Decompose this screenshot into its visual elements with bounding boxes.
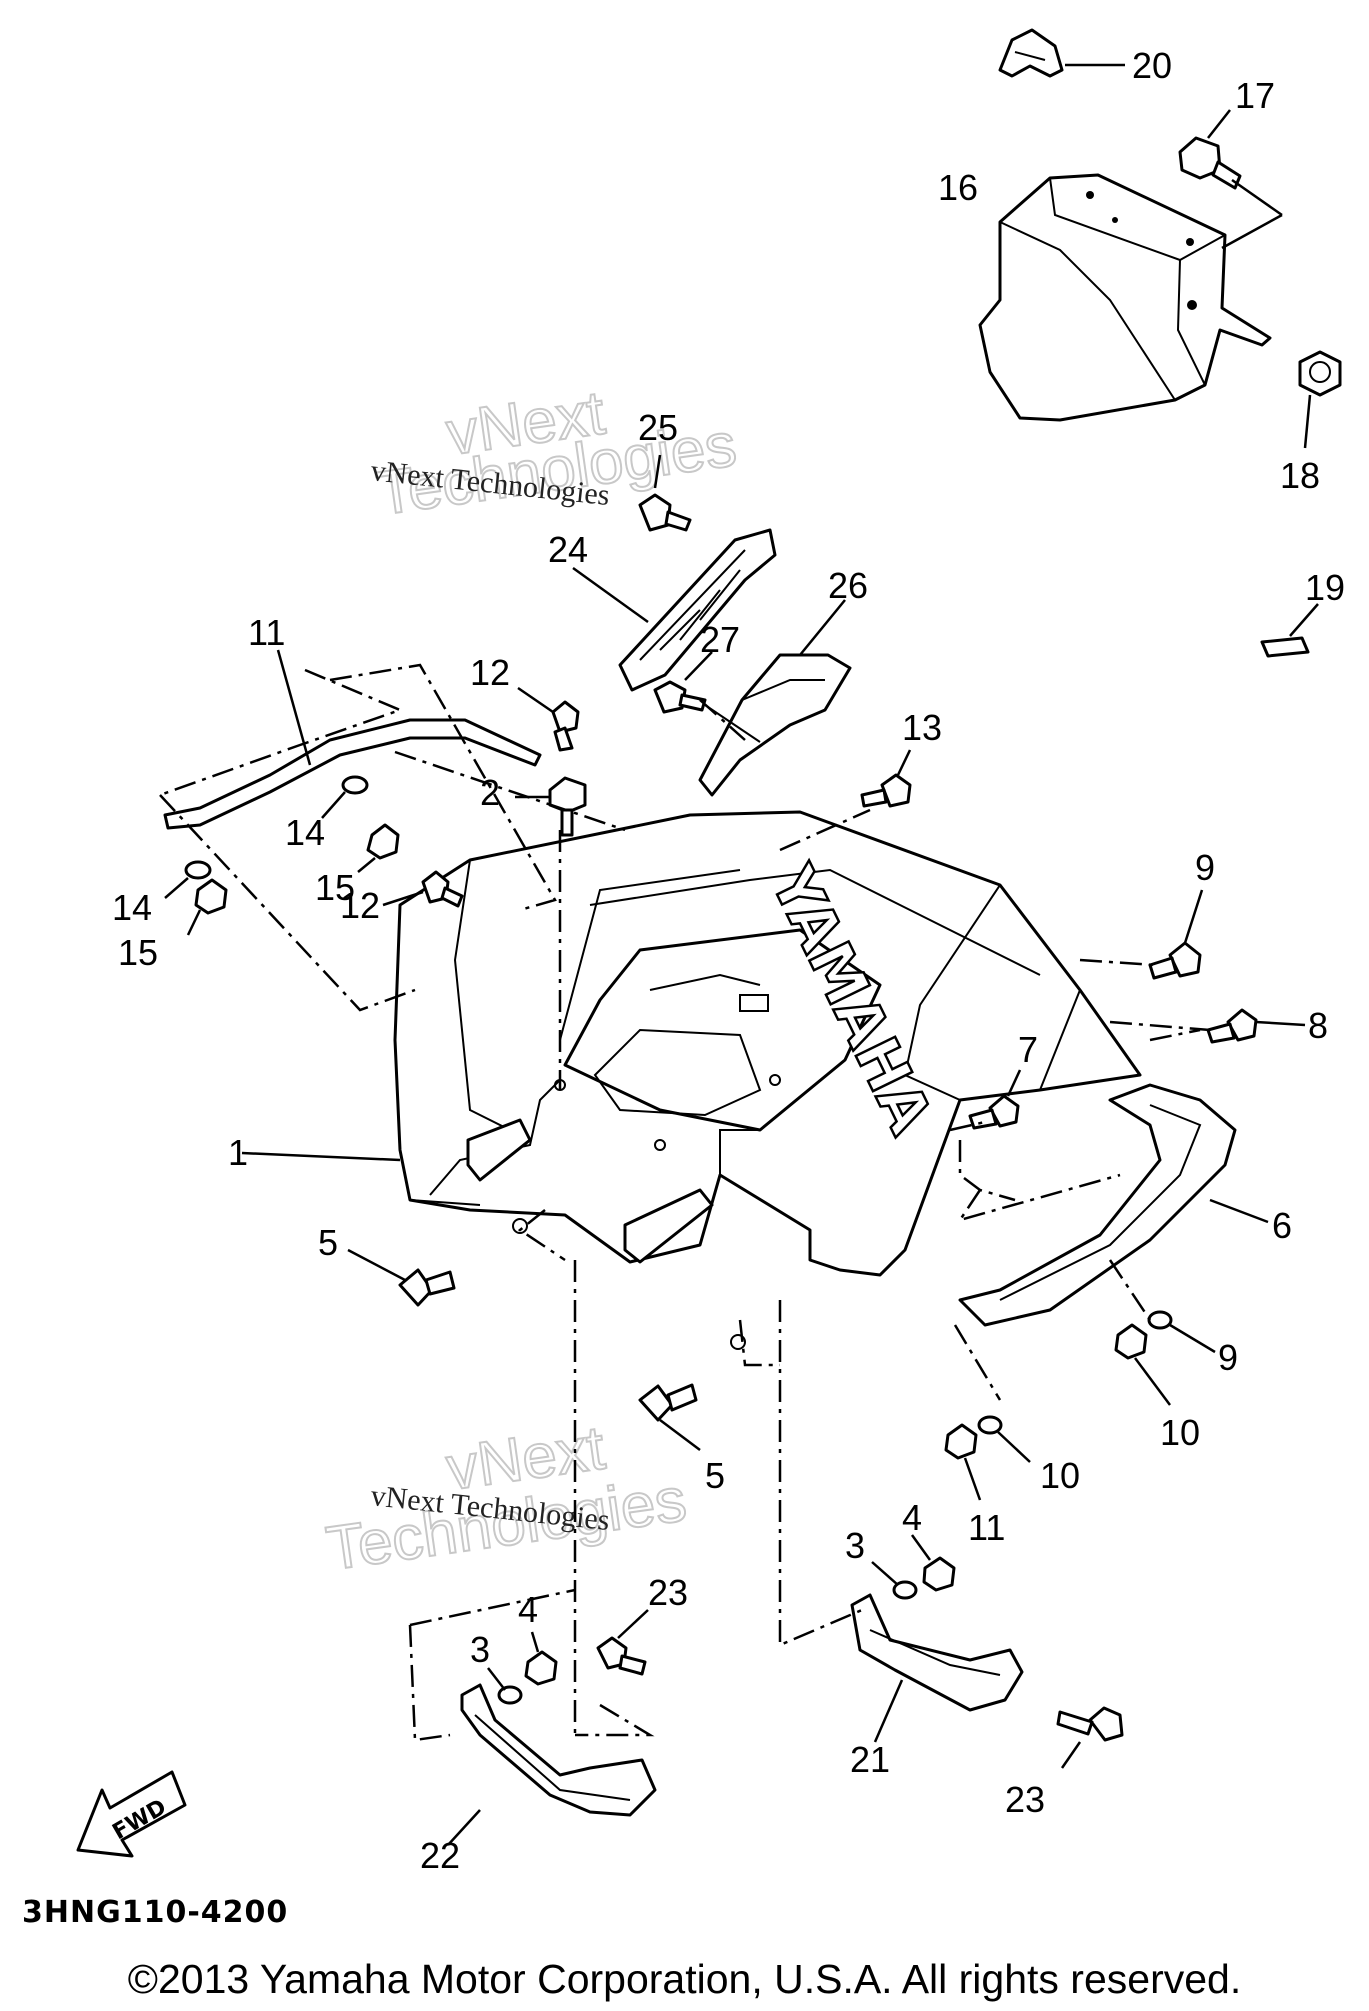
- part-4-nut: [524, 1534, 956, 1686]
- callout-23-right: 23: [1005, 1779, 1045, 1820]
- part-22-grab-bar: [447, 1683, 657, 1846]
- part-12-bolt: [382, 686, 580, 908]
- callout-19: 19: [1305, 567, 1345, 608]
- part-16-tool-box: [978, 173, 1283, 422]
- part-3-washer: [487, 1561, 918, 1705]
- part-7-bolt: [968, 1008, 1306, 1130]
- callout-11: 11: [248, 612, 285, 653]
- callout-3-right: 3: [845, 1525, 865, 1566]
- callout-10-right: 10: [1160, 1412, 1200, 1453]
- callout-3-left: 3: [470, 1629, 490, 1670]
- callout-5-lower: 5: [705, 1455, 725, 1496]
- callout-18: 18: [1280, 455, 1320, 496]
- part-25-bolt: [638, 454, 692, 532]
- callout-2: 2: [480, 772, 500, 813]
- part-11-guard-bar: [163, 649, 542, 830]
- callout-15-lower: 15: [118, 932, 158, 973]
- callout-23-left: 23: [648, 1572, 688, 1613]
- callout-13: 13: [902, 707, 942, 748]
- callout-12-top: 12: [470, 652, 510, 693]
- callout-8: 9: [1195, 847, 1215, 888]
- diagram-code: 3HNG110-4200: [22, 1895, 289, 1930]
- part-14-washer: [164, 775, 369, 899]
- part-8-bolt: [1148, 889, 1204, 980]
- callout-7-mid: 7: [1018, 1029, 1038, 1070]
- part-26-bracket: [698, 599, 852, 797]
- fwd-arrow: FWD: [76, 1770, 187, 1858]
- callout-9-lower: 10: [1040, 1455, 1080, 1496]
- callout-20: 20: [1132, 45, 1172, 86]
- callout-1: 1: [228, 1132, 248, 1173]
- callout-26: 26: [828, 565, 868, 606]
- part-18-nut: [1298, 350, 1342, 449]
- part-5-bolt: [347, 1248, 701, 1451]
- part-27-bolt: [653, 651, 761, 743]
- part-2-bolt: [515, 776, 587, 837]
- callout-7-right: 8: [1308, 1005, 1328, 1046]
- part-24-plate: [572, 528, 777, 692]
- part-23-bolt: [596, 1609, 1124, 1769]
- callout-15-upper: 15: [315, 867, 355, 908]
- callout-21: 21: [850, 1739, 890, 1780]
- part-15-nut: [186, 823, 400, 936]
- callout-9-right: 9: [1218, 1337, 1238, 1378]
- watermark-upper: vNext Technologies vNext Technologies: [369, 377, 741, 529]
- part-10-nut: [944, 1323, 1172, 1501]
- callout-labels: 20 17 16 18 25 24 19 26 27 11 12 13 2 14…: [112, 45, 1345, 1876]
- part-20-clip: [998, 28, 1125, 78]
- callout-5-left: 5: [318, 1222, 338, 1263]
- callout-25: 25: [638, 407, 678, 448]
- callout-10-lower: 11: [968, 1507, 1005, 1548]
- part-21-grab-bar: [850, 1593, 1024, 1743]
- callout-4-right: 4: [902, 1497, 922, 1538]
- callout-12-mid: 12: [340, 885, 380, 926]
- part-1-rear-fender: YAMAHA: [241, 810, 1142, 1350]
- part-17-bolt: [1178, 109, 1283, 217]
- part-19-pad: [1260, 603, 1319, 658]
- alignment-lines: [159, 663, 1211, 1742]
- part-13-bolt: [860, 749, 912, 808]
- part-6-guard: [958, 1083, 1269, 1327]
- callout-24: 24: [548, 529, 588, 570]
- callout-4-left: 4: [518, 1589, 538, 1630]
- callout-27: 27: [700, 619, 740, 660]
- callout-14-lower: 14: [112, 887, 152, 928]
- copyright-notice: ©2013 Yamaha Motor Corporation, U.S.A. A…: [127, 1956, 1242, 2002]
- callout-14-upper: 14: [285, 812, 325, 853]
- callout-22: 22: [420, 1835, 460, 1876]
- callout-16: 16: [938, 167, 978, 208]
- watermark-lower: vNext Technologies vNext Technologies: [321, 1412, 691, 1584]
- callout-17: 17: [1235, 75, 1275, 116]
- callout-6: 6: [1272, 1205, 1292, 1246]
